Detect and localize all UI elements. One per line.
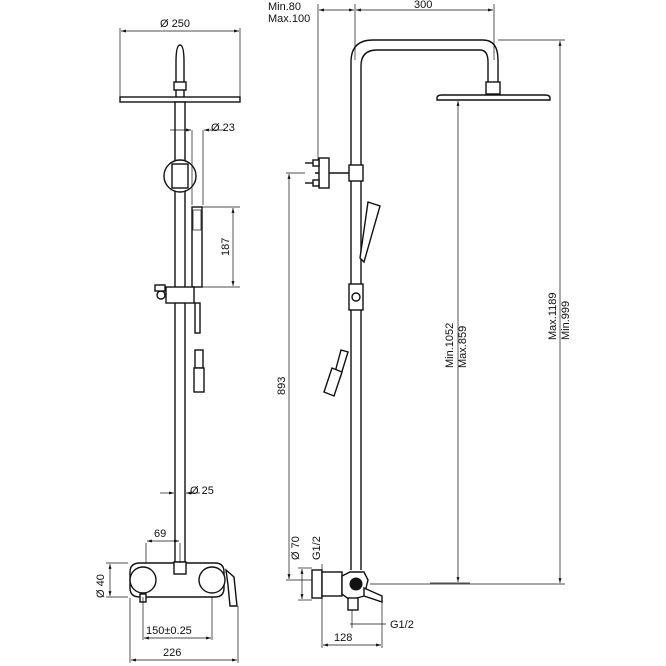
label-total-max: Max.1189 xyxy=(547,293,559,341)
label-inlet-diameter: Ø 70 xyxy=(290,536,302,560)
front-shower-head xyxy=(119,96,241,103)
label-pipe-diameter: Ø 23 xyxy=(211,122,235,134)
side-mixer-cartridge xyxy=(349,577,363,591)
side-arm-outer xyxy=(350,39,499,570)
side-hose-holder xyxy=(323,367,343,397)
label-wall-min: Min.80 xyxy=(268,1,301,13)
front-left-knob xyxy=(129,566,157,594)
label-head-diameter: Ø 250 xyxy=(160,18,190,30)
label-rail-min: Min.1052 xyxy=(444,323,456,368)
side-wall-flange xyxy=(311,569,323,599)
label-body-diameter: Ø 40 xyxy=(95,574,107,598)
label-wall-max: Max.100 xyxy=(268,13,310,25)
side-mixer-lever xyxy=(363,586,383,603)
label-height-893: 893 xyxy=(276,377,288,395)
side-wall-plate xyxy=(318,157,330,189)
side-hand-shower xyxy=(359,201,381,264)
front-hand-shower xyxy=(191,206,203,288)
label-offset-69: 69 xyxy=(154,528,166,540)
label-rail-max: Max.859 xyxy=(457,326,469,368)
label-arm-length: 300 xyxy=(414,0,432,11)
label-handshower-length: 187 xyxy=(220,238,232,256)
side-arm-inner xyxy=(360,49,489,570)
front-view: Ø 250 Ø 23 187 Ø 25 xyxy=(95,18,241,663)
front-neck-joint xyxy=(173,81,187,91)
front-mixer-lever xyxy=(225,568,238,607)
side-head-connector xyxy=(485,81,501,95)
front-right-knob xyxy=(198,566,226,594)
label-bar-diameter: Ø 25 xyxy=(190,485,214,497)
side-shower-head xyxy=(436,94,551,101)
label-depth-128: 128 xyxy=(334,632,352,644)
label-body-width: 226 xyxy=(163,647,181,659)
label-centers: 150±0.25 xyxy=(146,625,192,637)
front-slider xyxy=(165,286,195,304)
side-bracket-clamp xyxy=(348,164,364,182)
front-hose-connector xyxy=(194,349,204,369)
label-total-min: Min.999 xyxy=(560,301,572,340)
side-inlet xyxy=(321,571,343,597)
front-gooseneck xyxy=(175,44,185,97)
label-thread-top: G1/2 xyxy=(311,536,323,560)
side-view: Min.80 Max.100 300 893 xyxy=(268,0,572,648)
label-thread-bottom: G1/2 xyxy=(390,619,414,631)
